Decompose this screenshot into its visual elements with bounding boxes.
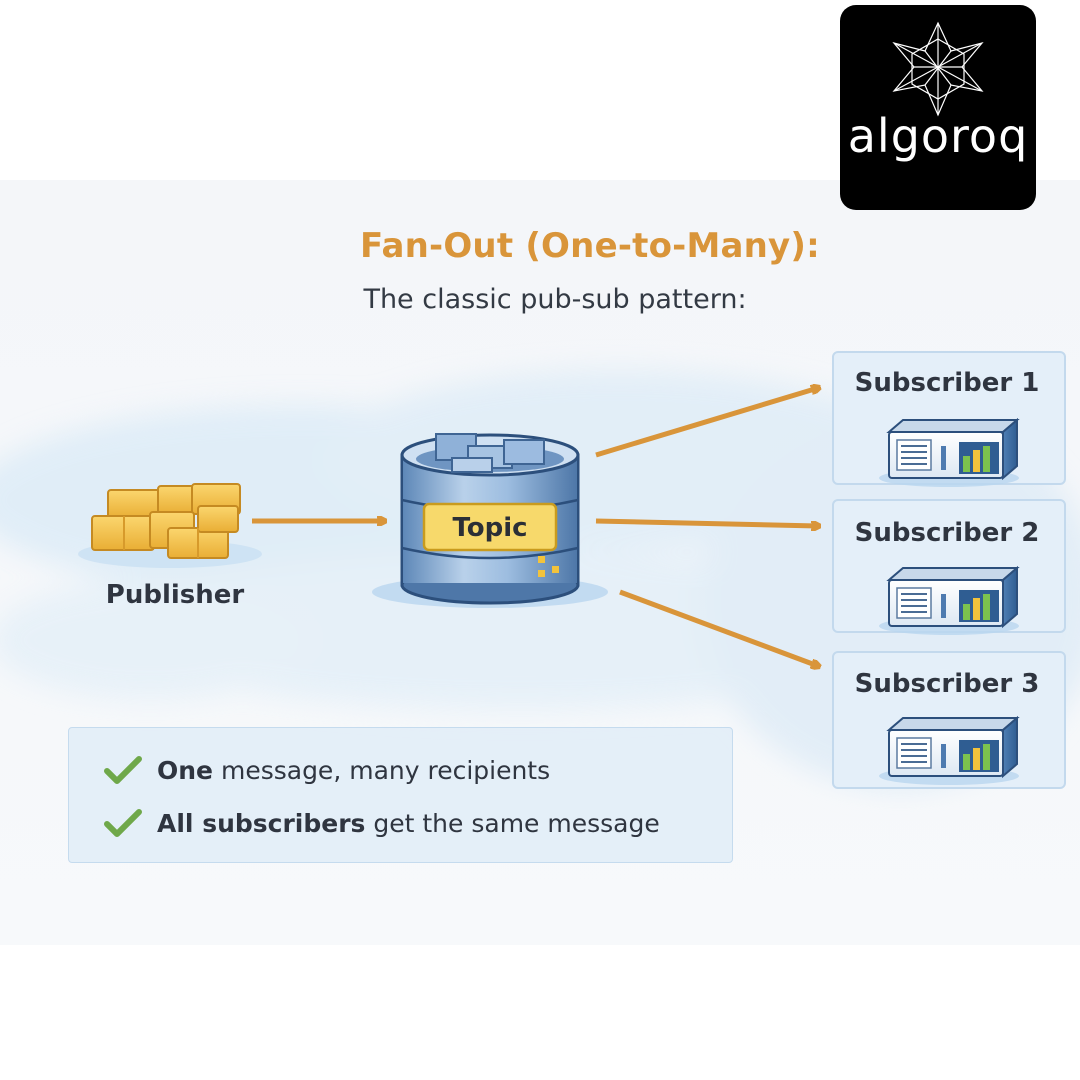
subscriber-1-label: Subscriber 1	[854, 368, 1040, 398]
check-icon	[104, 756, 142, 784]
arrow-icon	[595, 388, 818, 458]
subscriber-panel-1	[832, 351, 1066, 488]
benefit-bold: All subscribers	[157, 808, 366, 838]
topic-label: Topic	[452, 513, 528, 543]
publisher-label: Publisher	[105, 580, 245, 610]
arrow-icon	[595, 518, 818, 526]
subscriber-panel-3	[832, 651, 1066, 789]
subscriber-3-label: Subscriber 3	[854, 669, 1040, 699]
algoroq-logo: algoroq	[840, 5, 1036, 210]
subscriber-2-label: Subscriber 2	[854, 518, 1040, 548]
algoroq-logo-icon	[892, 21, 984, 117]
page-subtitle: The classic pub-sub pattern:	[363, 284, 747, 315]
benefit-text: message, many recipients	[213, 755, 551, 785]
logo-wordmark: algoroq	[847, 109, 1029, 163]
benefit-item: One message, many recipients	[103, 750, 550, 790]
database-icon	[372, 433, 608, 608]
page-title: Fan-Out (One-to-Many):	[360, 226, 820, 266]
benefit-bold: One	[157, 755, 214, 785]
package-stack-icon	[78, 483, 262, 568]
benefit-item: All subscribers get the same message	[103, 803, 660, 843]
subscriber-panel-2	[832, 499, 1066, 636]
check-icon	[104, 809, 142, 837]
benefits-panel: One message, many recipients All subscri…	[68, 727, 733, 863]
arrow-icon	[619, 589, 818, 666]
benefit-text: get the same message	[365, 808, 660, 838]
